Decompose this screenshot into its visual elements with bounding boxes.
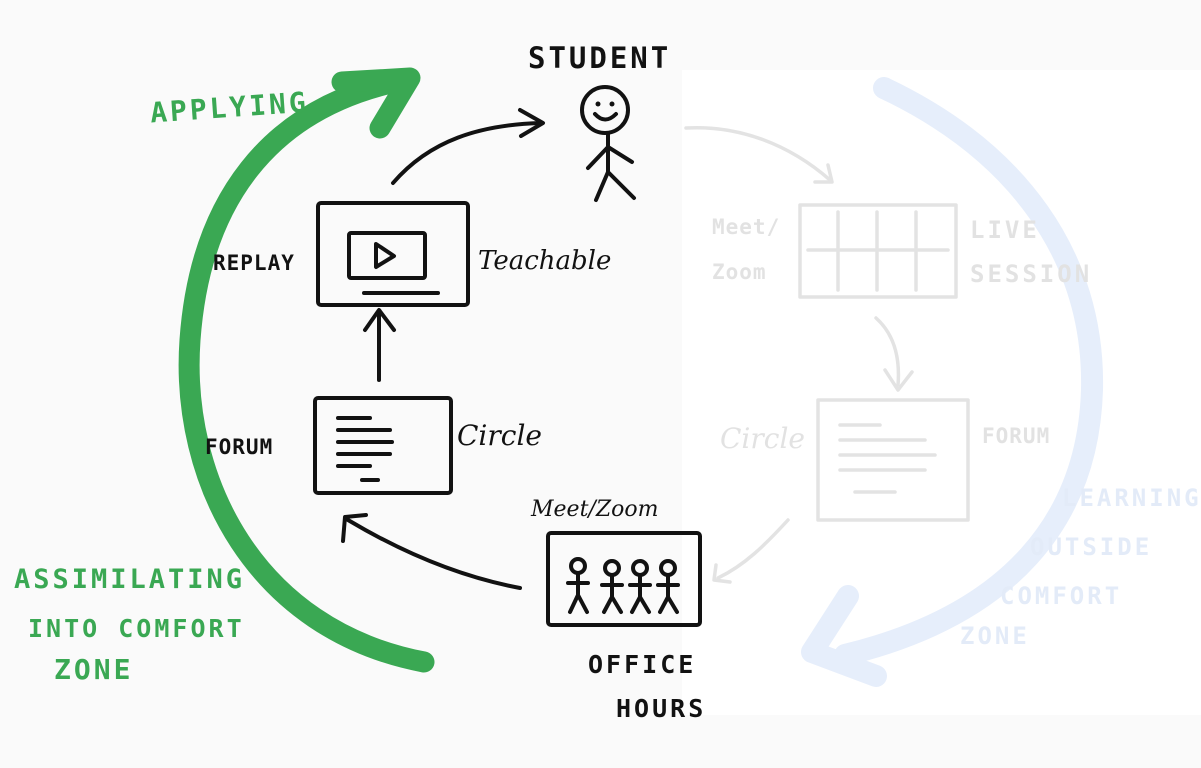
replay-label: REPLAY (213, 251, 295, 275)
faded-panel-background (682, 70, 1201, 715)
faded-video-grid (806, 210, 950, 292)
faded-arrow-forum-to-office-hours (716, 518, 790, 580)
faded-session-label: SESSION (970, 260, 1093, 288)
faded-learning-label-line2: OUTSIDE (1030, 533, 1153, 561)
arrow-forum-to-replay (363, 308, 396, 382)
faded-learning-label-line1: LEARNING (1062, 484, 1201, 512)
forum-window (313, 396, 453, 495)
faded-live-session-window (798, 203, 958, 299)
faded-meet-label: Meet/ (712, 215, 781, 239)
faded-forum-lines (838, 423, 937, 494)
student-stick-figure (580, 85, 636, 202)
faded-circle-label: Circle (720, 422, 805, 455)
faded-diagram (684, 125, 970, 584)
faded-zoom-label: Zoom (712, 260, 767, 284)
assimilating-label-line3: ZONE (54, 653, 134, 686)
circle-label: Circle (457, 419, 542, 452)
faded-learning-label-line4: ZONE (960, 622, 1030, 650)
faded-arrowhead-forum (883, 368, 914, 392)
office-hours-label-line2: HOURS (616, 694, 707, 723)
faded-arrowhead-live (813, 163, 834, 184)
forum-label: FORUM (205, 435, 274, 459)
meet-zoom-label: Meet/Zoom (531, 497, 659, 522)
arrow-replay-to-student (391, 108, 545, 185)
faded-arrow-student-to-live (684, 125, 832, 182)
faded-arrow-live-to-forum (874, 316, 901, 387)
faded-forum-window (816, 398, 970, 522)
assimilating-label-line1: ASSIMILATING (14, 564, 246, 595)
faded-arrowhead-office-hours (712, 563, 732, 584)
teachable-label: Teachable (478, 246, 612, 276)
participant-figures (566, 557, 680, 614)
assimilating-label-line2: INTO COMFORT (28, 614, 245, 643)
replay-window (316, 201, 470, 307)
office-hours-window (546, 531, 702, 627)
student-label: STUDENT (528, 41, 672, 75)
faded-live-label: LIVE (970, 216, 1040, 244)
learning-outside-arrow (801, 77, 1104, 687)
office-hours-label-line1: OFFICE (588, 650, 697, 679)
arrow-office-hours-to-forum (341, 513, 522, 590)
faded-forum-label: FORUM (982, 424, 1051, 448)
applying-assimilating-arrow (178, 67, 435, 673)
faded-learning-label-line3: COMFORT (1000, 582, 1123, 610)
